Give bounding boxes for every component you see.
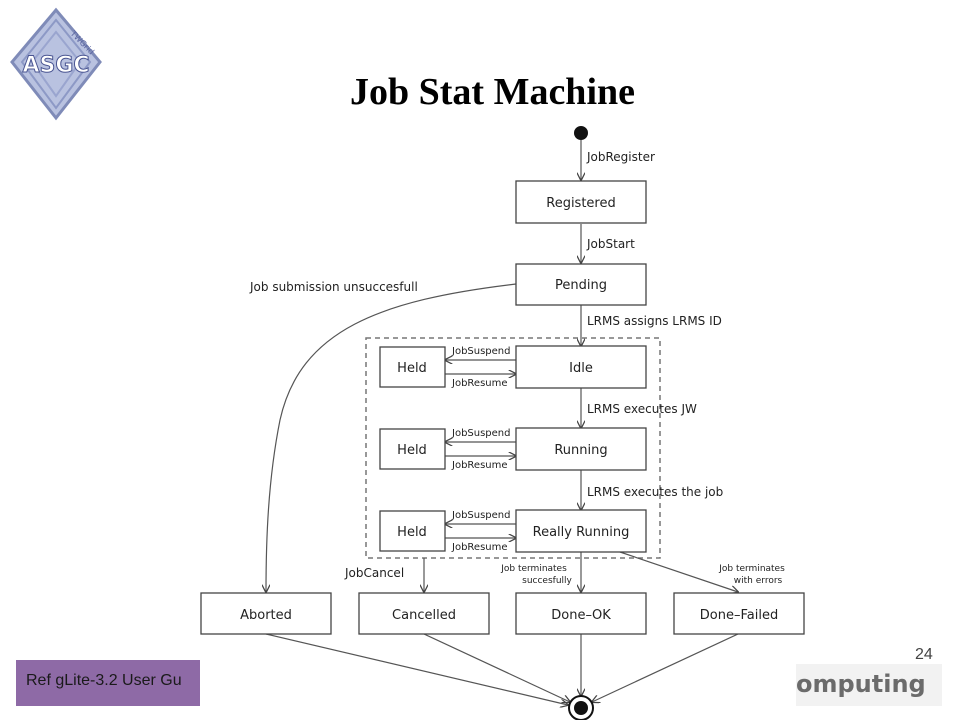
state-really-running: [515, 509, 647, 553]
label-job-cancel: JobCancel: [344, 566, 404, 580]
label-lrms-executes-job: LRMS executes the job: [587, 485, 723, 499]
label-job-suspend-2: JobSuspend: [451, 428, 511, 439]
reference-box: Ref gLite-3.2 User Gu: [16, 660, 200, 706]
start-node: [574, 126, 588, 140]
state-done-failed: [673, 592, 805, 635]
label-job-suspend-3: JobSuspend: [451, 510, 511, 521]
label-cancelled: Cancelled: [392, 608, 456, 623]
page-number: 24: [915, 646, 933, 663]
label-job-resume-2: JobResume: [451, 460, 508, 471]
label-held-3: Held: [397, 525, 427, 540]
slide-title: Job Stat Machine: [350, 71, 635, 113]
edge-pending-aborted: [266, 283, 517, 592]
edge-done-failed-end: [592, 633, 739, 702]
state-aborted: [200, 592, 332, 635]
label-job-start: JobStart: [586, 237, 635, 251]
label-lrms-executes-jw: LRMS executes JW: [587, 402, 697, 416]
end-node-inner: [574, 701, 588, 715]
edge-really-running-done-failed: [619, 551, 738, 592]
label-done-ok: Done–OK: [551, 608, 611, 623]
label-held-2: Held: [397, 443, 427, 458]
label-terminates-errors-2: with errors: [734, 576, 783, 586]
label-running: Running: [554, 443, 607, 458]
label-registered: Registered: [546, 196, 616, 211]
label-idle: Idle: [569, 361, 593, 376]
reference-text: Ref gLite-3.2 User Gu: [26, 672, 182, 689]
state-registered: [515, 180, 647, 224]
label-job-submission-unsuccessful: Job submission unsuccesfull: [249, 280, 418, 294]
asgc-logo: TWGrid ASGC: [10, 7, 102, 121]
label-terminates-errors-1: Job terminates: [718, 564, 785, 574]
label-job-resume-1: JobResume: [451, 378, 508, 389]
brand-box: omputing: [796, 664, 942, 706]
state-held-2: [379, 428, 446, 470]
label-job-suspend-1: JobSuspend: [451, 346, 511, 357]
label-really-running: Really Running: [533, 525, 630, 540]
state-idle: [515, 345, 647, 389]
state-held-3: [379, 510, 446, 552]
state-running: [515, 427, 647, 471]
logo-text: ASGC: [22, 53, 89, 78]
run-states-group: [365, 337, 661, 559]
state-pending: [515, 263, 647, 306]
label-held-1: Held: [397, 361, 427, 376]
label-terminates-success-1: Job terminates: [500, 564, 567, 574]
label-pending: Pending: [555, 278, 607, 293]
label-terminates-success-2: succesfully: [522, 576, 572, 586]
state-done-ok: [515, 592, 647, 635]
brand-text: omputing: [796, 670, 926, 698]
label-job-register: JobRegister: [586, 150, 655, 164]
label-job-resume-3: JobResume: [451, 542, 508, 553]
edge-aborted-end: [265, 633, 568, 705]
state-cancelled: [358, 592, 490, 635]
state-held-1: [379, 346, 446, 388]
label-lrms-assigns-id: LRMS assigns LRMS ID: [587, 314, 722, 328]
label-aborted: Aborted: [240, 608, 292, 623]
label-done-failed: Done–Failed: [700, 608, 778, 623]
edge-cancelled-end: [423, 633, 570, 702]
